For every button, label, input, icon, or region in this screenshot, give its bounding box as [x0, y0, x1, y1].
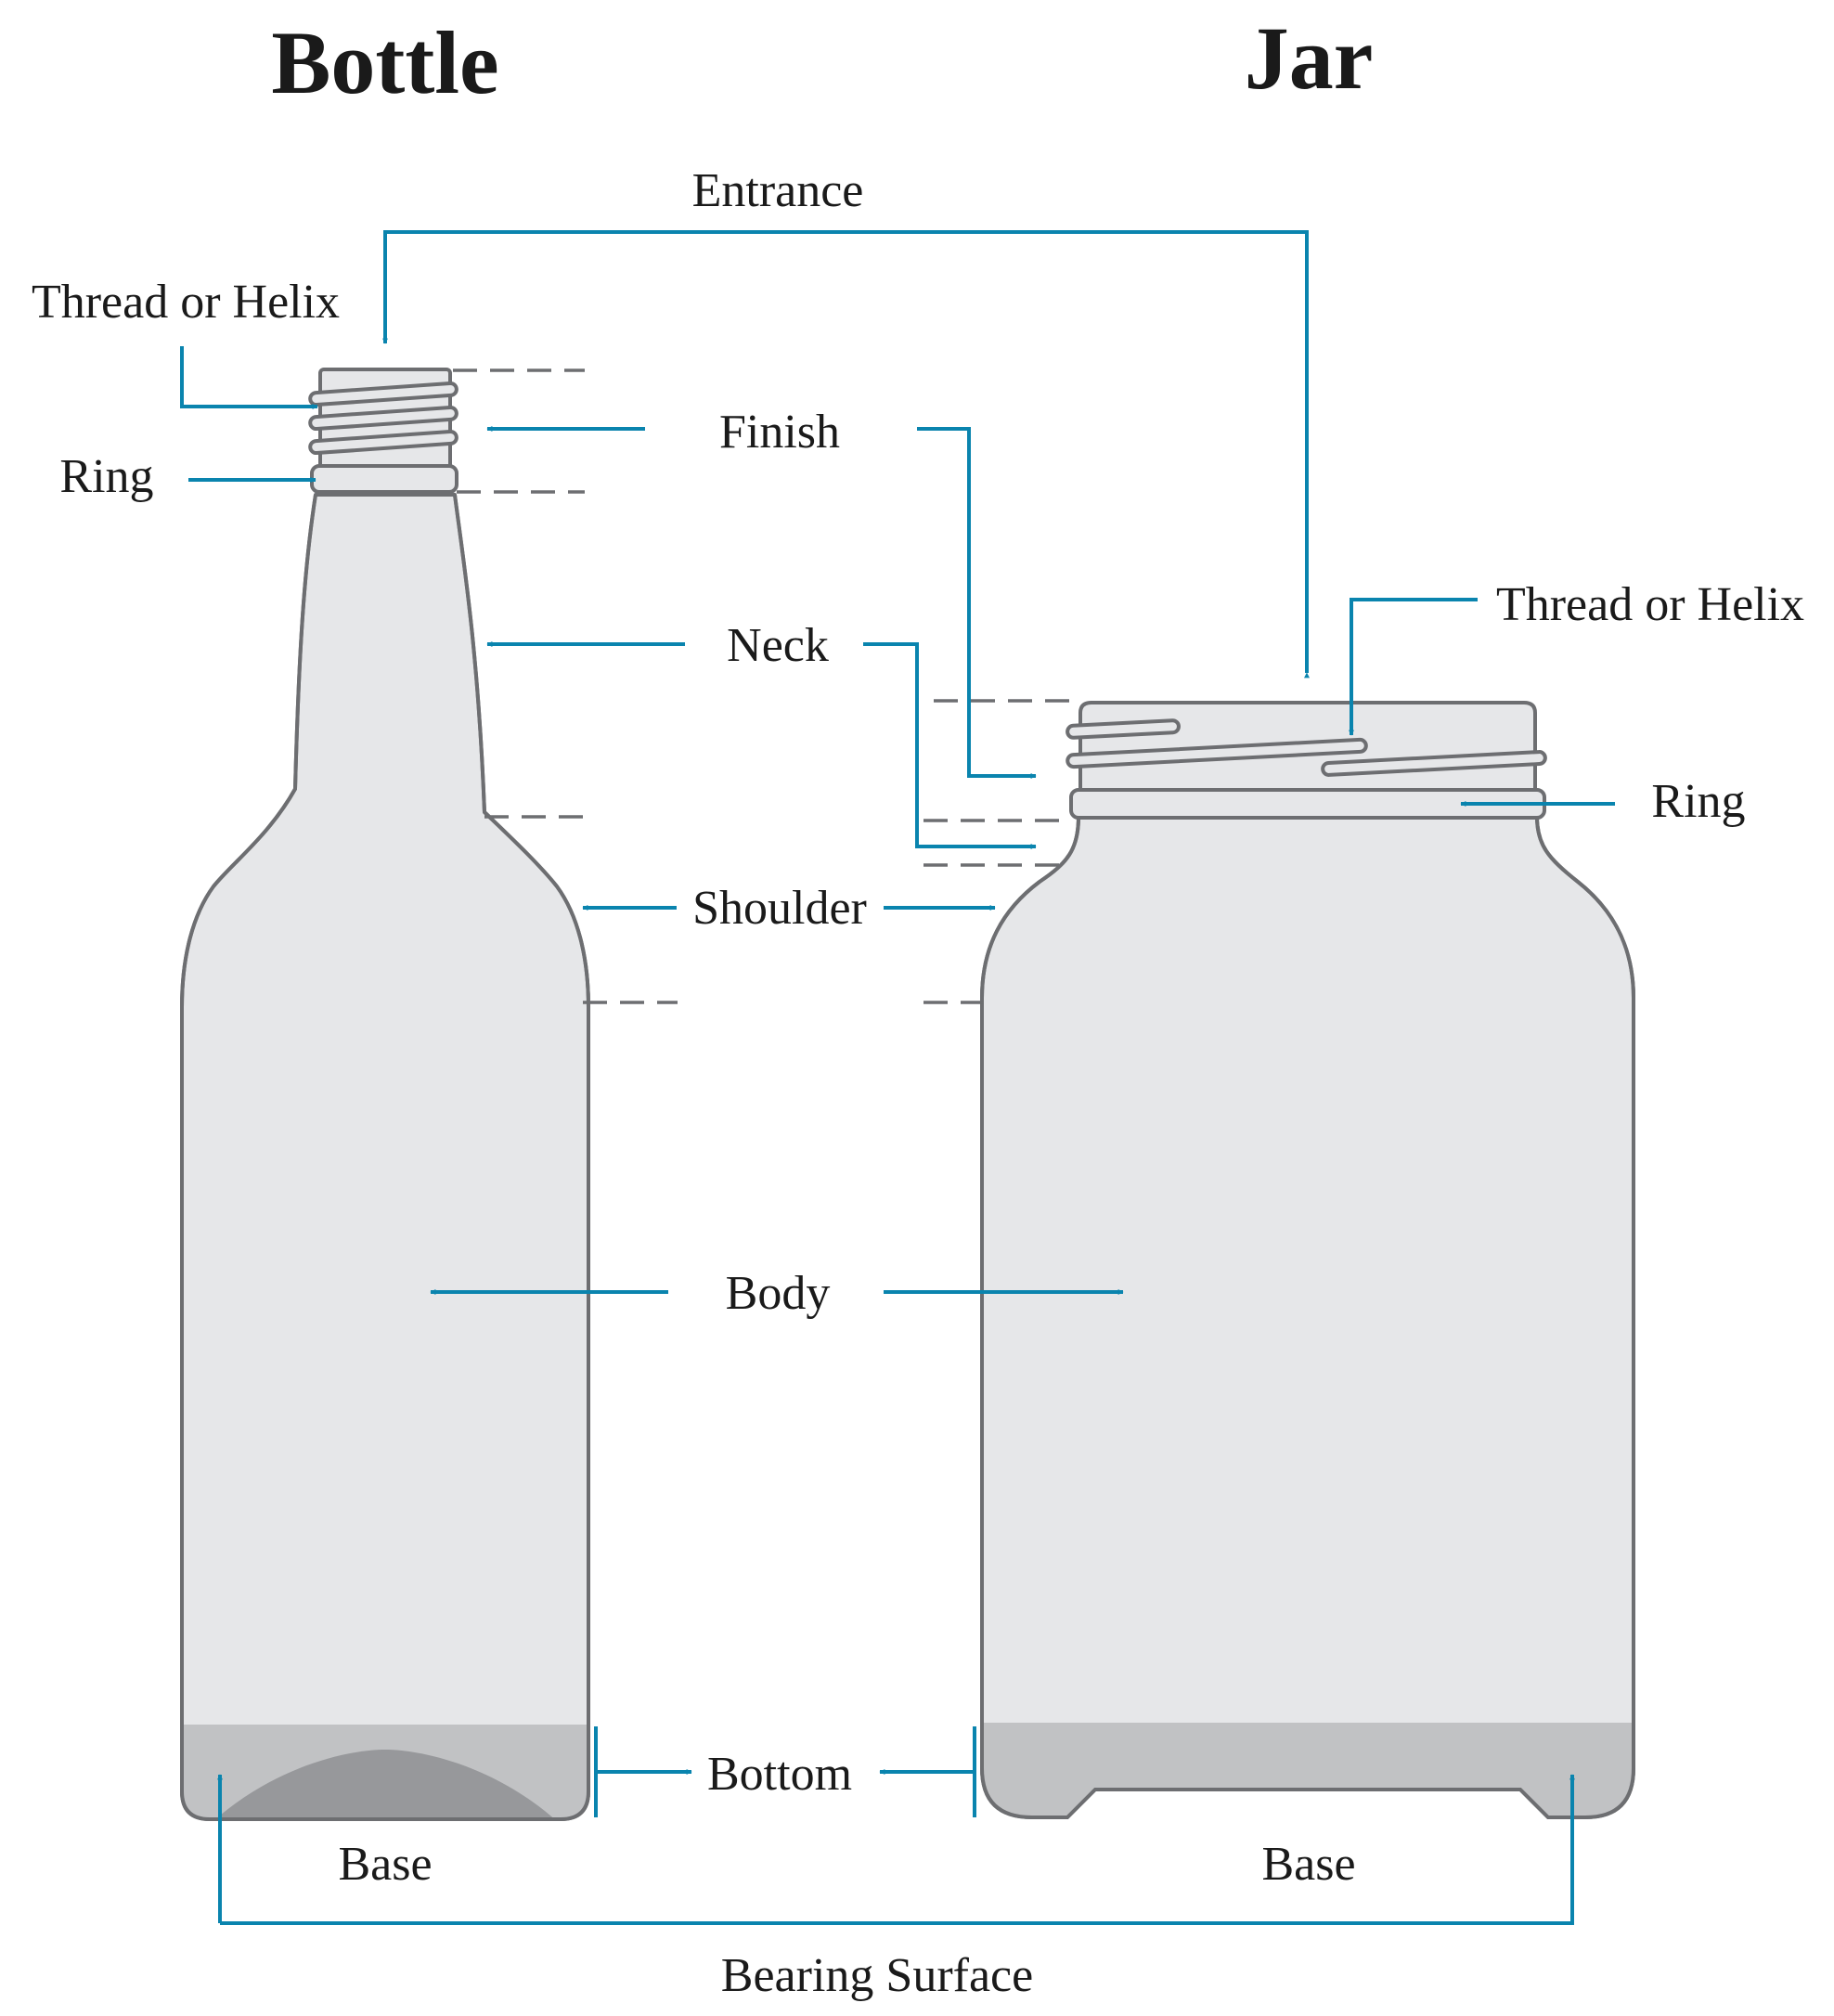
jar-thread [1066, 718, 1181, 740]
bottle-body [180, 493, 590, 1821]
bottle-title: Bottle [271, 13, 498, 112]
jar-thread [1066, 737, 1368, 769]
leader-arrows [180, 230, 1615, 1925]
jar-thread [1321, 750, 1547, 777]
jar [980, 701, 1635, 1819]
label-base-jar: Base [1261, 1838, 1355, 1891]
label-entrance: Entrance [692, 164, 864, 217]
label-thread-jar: Thread or Helix [1496, 578, 1804, 631]
label-body: Body [726, 1267, 831, 1320]
label-bottom: Bottom [707, 1748, 852, 1801]
label-shoulder: Shoulder [692, 882, 867, 935]
bottle [180, 368, 590, 1821]
labels: Entrance Thread or Helix Ring Finish Nec… [32, 164, 1804, 2002]
label-ring-bottle: Ring [59, 450, 153, 503]
bottle-base-dome [213, 1750, 557, 1819]
jar-title: Jar [1245, 8, 1374, 108]
label-thread-bottle: Thread or Helix [32, 276, 340, 329]
label-ring-jar: Ring [1651, 775, 1745, 828]
label-finish: Finish [719, 406, 840, 459]
label-neck: Neck [727, 619, 829, 672]
label-base-bottle: Base [338, 1838, 432, 1891]
jar-body [980, 815, 1635, 1819]
label-bearing-surface: Bearing Surface [721, 1949, 1033, 2002]
bottle-ring [310, 464, 458, 494]
